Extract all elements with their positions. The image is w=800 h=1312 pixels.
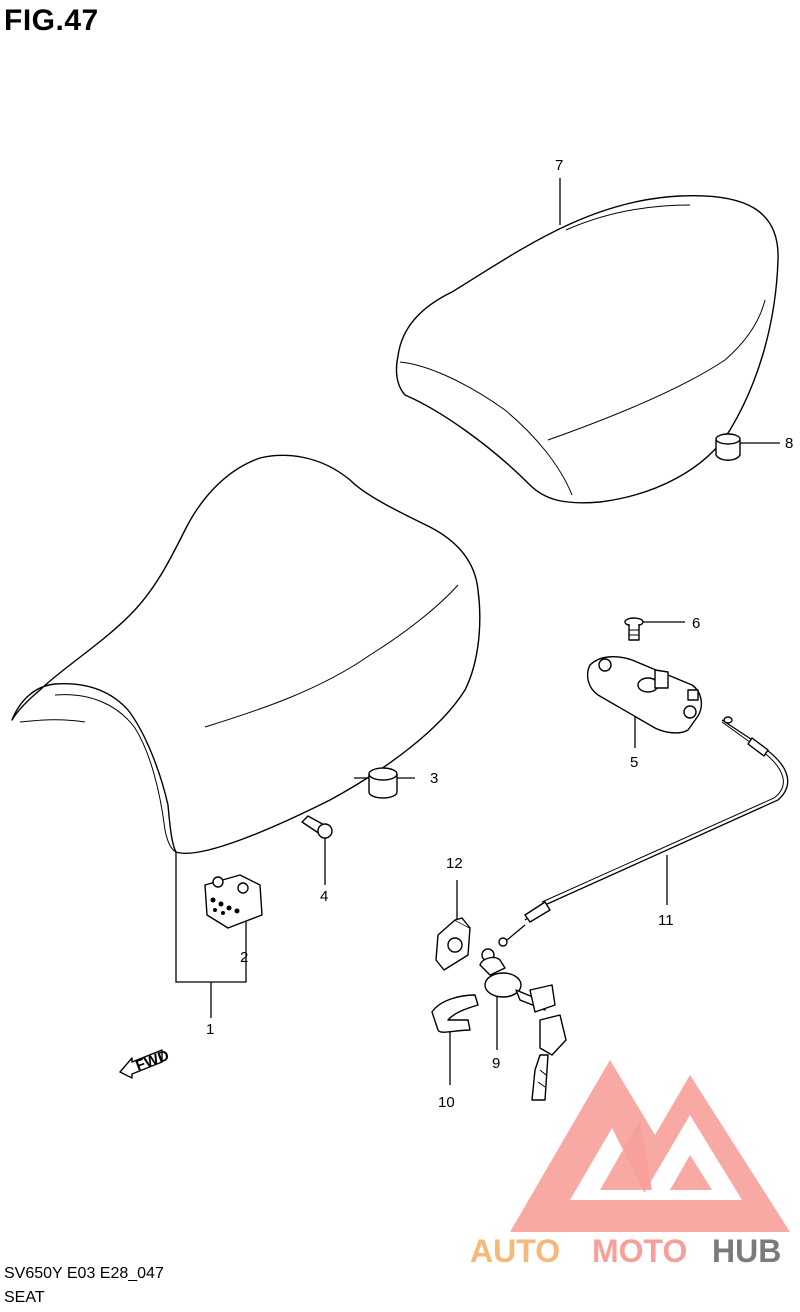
callout-7: 7 — [555, 157, 563, 174]
watermark-auto: AUTO — [470, 1233, 560, 1269]
part-12-bracket — [435, 917, 471, 971]
part-2-block — [204, 874, 263, 929]
callout-numbers: 1 2 3 4 5 6 7 8 9 10 11 12 — [206, 157, 793, 1111]
callout-6: 6 — [692, 615, 700, 632]
watermark-hub: HUB — [712, 1233, 781, 1269]
fwd-label: FWD — [133, 1047, 171, 1075]
callout-10: 10 — [438, 1094, 455, 1111]
watermark-moto: MOTO — [592, 1233, 687, 1269]
part-10-clip — [431, 994, 479, 1033]
callout-3: 3 — [430, 770, 438, 787]
leader-lines — [175, 178, 780, 1085]
part-6-screw — [624, 617, 644, 641]
part-8-cushion — [715, 433, 741, 461]
callout-2: 2 — [240, 949, 248, 966]
callout-5: 5 — [630, 754, 638, 771]
callout-11: 11 — [658, 912, 674, 929]
part-4-bolt — [301, 815, 333, 839]
callout-1: 1 — [206, 1021, 214, 1038]
callout-8: 8 — [785, 435, 793, 452]
part-3-cushion — [368, 767, 398, 799]
front-seat — [11, 454, 481, 854]
part-9-lock-key — [479, 948, 567, 1101]
watermark-triangle-icon — [510, 1060, 790, 1232]
watermark-logo — [510, 1060, 790, 1232]
watermark-text: AUTO MOTO HUB — [470, 1233, 781, 1269]
figure-title: FIG.47 — [4, 4, 99, 37]
callout-4: 4 — [320, 888, 328, 905]
part-5-latch-plate — [586, 656, 703, 734]
part-11-cable — [498, 716, 789, 947]
callout-12: 12 — [446, 855, 463, 872]
section-name: SEAT — [4, 1289, 45, 1306]
rear-seat — [395, 194, 779, 504]
model-code: SV650Y E03 E28_047 — [4, 1265, 164, 1282]
callout-9: 9 — [492, 1055, 500, 1072]
fwd-arrow-icon: FWD — [119, 1047, 172, 1079]
